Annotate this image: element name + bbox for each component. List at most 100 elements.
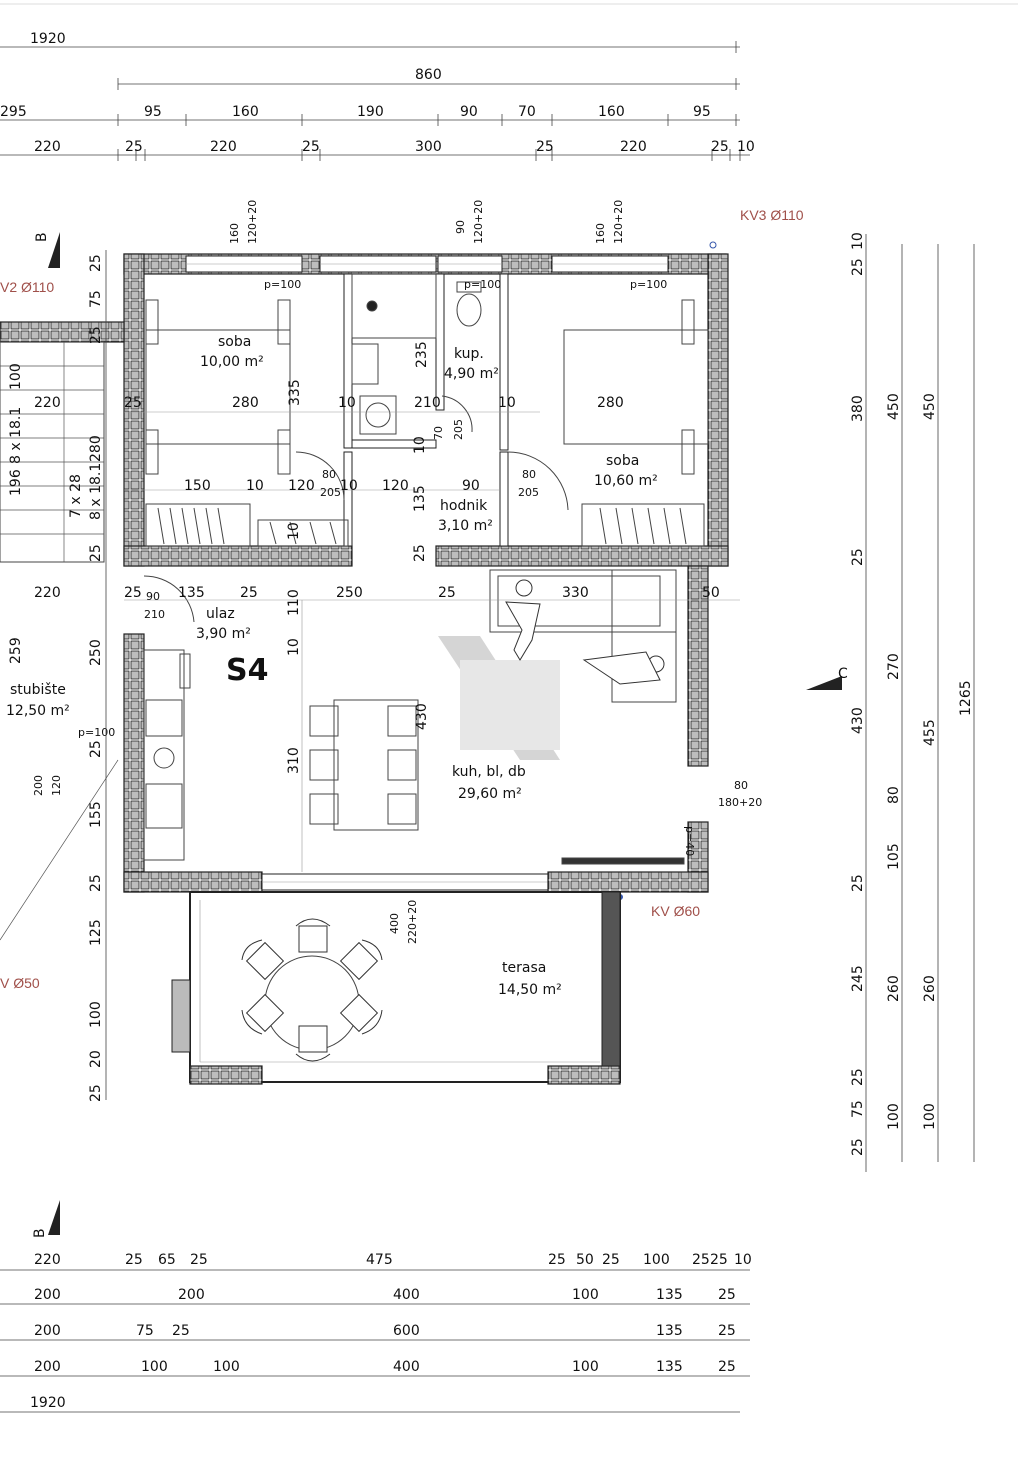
kv3-label: KV3 Ø110 [740,207,804,223]
svg-text:25: 25 [124,395,142,411]
svg-text:120+20: 120+20 [246,200,259,244]
svg-text:155: 155 [88,801,104,828]
svg-text:100: 100 [572,1287,599,1303]
svg-text:10: 10 [286,638,302,656]
svg-text:90: 90 [454,220,467,234]
svg-text:280: 280 [88,435,104,462]
section-mark-b-top: B [34,232,60,268]
opening-labels: 160 120+20 90 120+20 160 120+20 400 220+… [144,200,762,944]
sill-right: p=100 [630,278,667,291]
svg-text:205: 205 [518,486,539,499]
svg-text:10: 10 [850,232,866,250]
svg-text:335: 335 [287,379,303,406]
watermark-logo [438,636,560,760]
svg-text:25: 25 [850,1138,866,1156]
svg-text:50: 50 [702,585,720,601]
svg-text:7 x 28: 7 x 28 [68,474,84,518]
svg-text:200: 200 [34,1323,61,1339]
svg-text:120: 120 [288,478,315,494]
svg-text:10: 10 [734,1252,752,1268]
svg-text:475: 475 [366,1252,393,1268]
svg-text:235: 235 [414,341,430,368]
svg-text:330: 330 [562,585,589,601]
terrace [171,891,621,1085]
svg-text:205: 205 [320,486,341,499]
room-name-soba-right: soba [606,453,639,469]
svg-text:C: C [838,666,848,682]
svg-text:125: 125 [88,919,104,946]
svg-text:25: 25 [692,1252,710,1268]
doors [143,395,569,623]
section-mark-c: C [806,666,848,690]
svg-text:65: 65 [158,1252,176,1268]
svg-text:180+20: 180+20 [718,796,762,809]
svg-text:310: 310 [286,747,302,774]
svg-text:80: 80 [886,786,902,804]
svg-text:25: 25 [88,1084,104,1102]
outer-walls [0,253,729,893]
bottom-dimensions: 220 25 65 25 475 25 50 25 100 25 25 10 2… [0,1252,752,1413]
svg-text:220: 220 [34,585,61,601]
svg-text:135: 135 [656,1287,683,1303]
svg-text:220+20: 220+20 [406,900,419,944]
top-dimension-lines: 1920 860 295 95 160 190 90 70 160 95 220… [0,31,755,161]
svg-text:25: 25 [548,1252,566,1268]
svg-text:10: 10 [338,395,356,411]
dim-top-total: 1920 [30,31,66,47]
svg-text:25: 25 [412,544,428,562]
dim-top-r3-2: 160 [232,104,259,120]
room-area-stubiste: 12,50 m² [6,703,70,719]
svg-text:100: 100 [922,1103,938,1130]
room-name-stubiste: stubište [10,682,66,698]
inner-dimensions: 280 280 210 150 10 120 10 120 90 10 10 2… [124,341,740,872]
dim-top-r4-1: 25 [125,139,143,155]
furniture [0,273,709,865]
dim-top-r4-6: 220 [620,139,647,155]
svg-text:25: 25 [125,1252,143,1268]
svg-text:135: 135 [656,1323,683,1339]
svg-text:105: 105 [886,843,902,870]
svg-text:120+20: 120+20 [472,200,485,244]
svg-text:25: 25 [88,544,104,562]
svg-text:205: 205 [452,419,465,440]
svg-text:150: 150 [184,478,211,494]
svg-text:10: 10 [498,395,516,411]
svg-text:50: 50 [576,1252,594,1268]
room-name-ulaz: ulaz [206,606,235,622]
svg-text:10: 10 [412,436,428,454]
svg-text:455: 455 [922,719,938,746]
room-area-terasa: 14,50 m² [498,982,562,998]
dim-top-r4-0: 220 [34,139,61,155]
svg-text:8 x 18.1: 8 x 18.1 [88,463,104,520]
svg-text:25: 25 [88,874,104,892]
svg-text:25: 25 [190,1252,208,1268]
svg-text:80: 80 [322,468,336,481]
svg-text:75: 75 [136,1323,154,1339]
svg-text:120: 120 [50,775,63,796]
svg-text:245: 245 [850,965,866,992]
svg-text:100: 100 [88,1001,104,1028]
room-name-soba-left: soba [218,334,251,350]
svg-text:280: 280 [232,395,259,411]
svg-text:450: 450 [922,393,938,420]
svg-text:25: 25 [438,585,456,601]
kv50-label: V Ø50 [0,975,40,991]
svg-text:160: 160 [228,223,241,244]
svg-text:100: 100 [886,1103,902,1130]
svg-text:120: 120 [382,478,409,494]
svg-text:90: 90 [146,590,160,603]
svg-text:160: 160 [594,223,607,244]
svg-text:75: 75 [88,290,104,308]
svg-text:25: 25 [124,585,142,601]
dim-top-r3-7: 95 [693,104,711,120]
svg-text:1265: 1265 [958,680,974,716]
unit-label: S4 [226,653,268,688]
svg-text:25: 25 [718,1359,736,1375]
svg-text:210: 210 [144,608,165,621]
svg-text:260: 260 [922,975,938,1002]
svg-text:380: 380 [850,395,866,422]
dim-top-r4-4: 300 [415,139,442,155]
svg-text:110: 110 [286,589,302,616]
dim-top-r3-3: 190 [357,104,384,120]
